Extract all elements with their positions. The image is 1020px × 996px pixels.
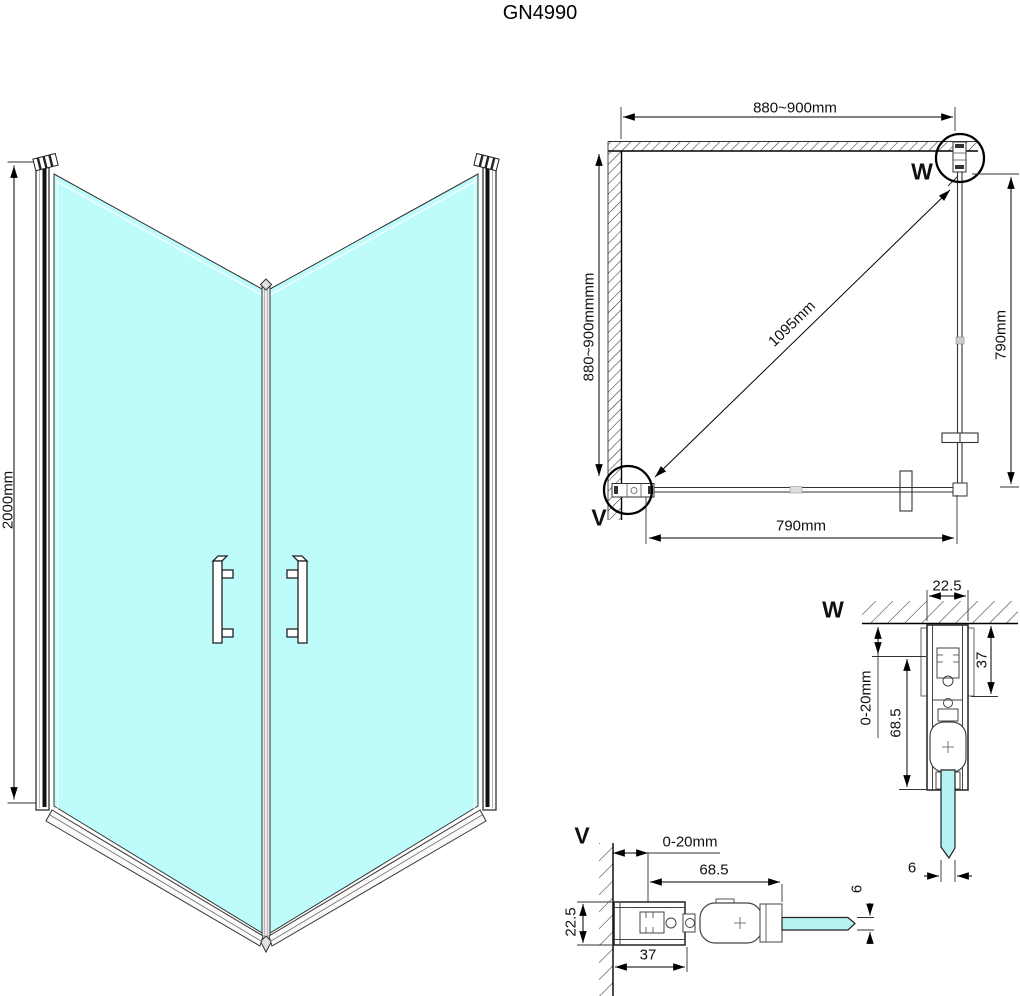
dim-plan-right-door: 790mm bbox=[992, 309, 1010, 361]
dim-plan-top-width: 880~900mm bbox=[753, 99, 837, 117]
top-hinge-right-icon bbox=[473, 152, 500, 172]
bottom-rail-left bbox=[45, 809, 264, 947]
detail-section-v bbox=[577, 843, 874, 996]
dim-w-profile-length: 68.5 bbox=[887, 708, 905, 738]
plan-bottom-door bbox=[611, 482, 968, 498]
right-wall-profile-3d bbox=[473, 152, 500, 811]
left-door-handle bbox=[211, 555, 234, 644]
detail-section-w bbox=[862, 590, 1018, 882]
detail-circle-v bbox=[602, 464, 654, 516]
plan-hinge-v-label: V bbox=[591, 504, 607, 531]
detail-w-glass bbox=[940, 769, 956, 860]
plan-dimensions bbox=[595, 107, 1019, 544]
dim-plan-left-depth: 880~900mmmm bbox=[580, 272, 598, 382]
plan-wall-left bbox=[607, 141, 623, 520]
detail-w-label: W bbox=[822, 596, 844, 623]
view-3d bbox=[7, 152, 500, 954]
diagonal-dimension-line bbox=[654, 189, 951, 478]
detail-v-glass bbox=[781, 916, 856, 931]
right-door-glass bbox=[269, 173, 479, 934]
drawing-title: GN4990 bbox=[502, 2, 578, 24]
corner-post-3d bbox=[259, 278, 273, 954]
top-hinge-left-icon bbox=[32, 152, 59, 172]
plan-wall-top bbox=[608, 141, 978, 152]
detail-v-label: V bbox=[574, 822, 590, 849]
detail-v-dimensions bbox=[577, 849, 874, 972]
dim-plan-bottom-door: 790mm bbox=[775, 517, 827, 535]
dim-v-profile-width: 22.5 bbox=[562, 907, 580, 937]
dim-v-glass-thickness: 6 bbox=[848, 884, 866, 894]
dim-w-adjustment: 0-20mm bbox=[857, 670, 875, 726]
plan-hinge-w-label: W bbox=[911, 158, 933, 185]
left-door-glass bbox=[53, 173, 263, 934]
dim-v-profile-length: 68.5 bbox=[699, 861, 729, 879]
dim-3d-height: 2000mm bbox=[0, 470, 17, 530]
detail-w-profile bbox=[920, 624, 975, 860]
detail-circle-w bbox=[934, 132, 986, 184]
plan-view bbox=[595, 107, 1019, 544]
dim-w-profile-width: 22.5 bbox=[932, 577, 962, 595]
dim-v-wall-profile: 37 bbox=[639, 946, 657, 964]
left-wall-profile-3d bbox=[32, 152, 59, 811]
dim-w-glass-thickness: 6 bbox=[907, 859, 917, 877]
detail-v-profile bbox=[613, 898, 856, 946]
detail-v-wall bbox=[599, 843, 614, 996]
plan-bottom-door-handle bbox=[899, 470, 913, 512]
hinge-v-profile bbox=[611, 483, 655, 498]
detail-w-ceiling bbox=[862, 601, 1018, 625]
right-door-handle bbox=[286, 555, 309, 644]
plan-right-door-handle bbox=[941, 432, 979, 444]
dim-v-adjustment: 0-20mm bbox=[662, 833, 718, 851]
dim-w-top-section: 37 bbox=[973, 651, 991, 669]
bottom-rail-right bbox=[268, 809, 487, 947]
detail-w-dimensions bbox=[872, 590, 998, 882]
